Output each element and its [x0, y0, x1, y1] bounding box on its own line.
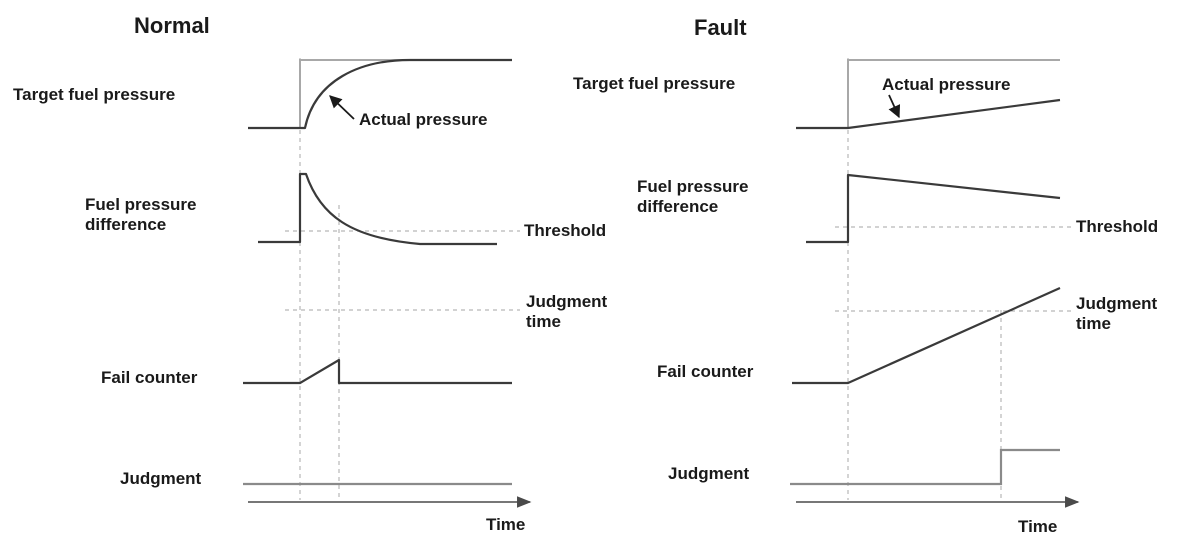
normal-axis-label-time: Time — [486, 515, 525, 534]
fault-annotation-actual-pressure: Actual pressure — [882, 75, 1011, 94]
fault-annotation-judgment-time-2: time — [1076, 314, 1111, 333]
fault-actual-pressure-arrow — [888, 94, 901, 119]
normal-annotation-actual-pressure: Actual pressure — [359, 110, 488, 129]
normal-actual-pressure-curve — [248, 58, 512, 130]
fault-panel: Fault Target fuel pressure Fuel pressure… — [573, 15, 1158, 536]
normal-label-fuel-pressure-difference-1: Fuel pressure — [85, 195, 197, 214]
fault-judgment-signal — [790, 448, 1060, 486]
normal-actual-pressure-arrow — [329, 95, 355, 120]
normal-label-fuel-pressure-difference-2: difference — [85, 215, 166, 234]
normal-annotation-judgment-time-2: time — [526, 312, 561, 331]
fault-label-target-fuel-pressure: Target fuel pressure — [573, 74, 735, 93]
normal-pressure-difference-curve — [258, 172, 497, 246]
fault-axis-label-time: Time — [1018, 517, 1057, 536]
normal-label-judgment: Judgment — [120, 469, 202, 488]
fault-target-pressure-line — [847, 59, 1060, 128]
fault-annotation-judgment-time-1: Judgment — [1076, 294, 1158, 313]
normal-label-fail-counter: Fail counter — [101, 368, 198, 387]
fault-actual-pressure-line — [796, 98, 1061, 130]
fault-label-fail-counter: Fail counter — [657, 362, 754, 381]
normal-title: Normal — [134, 13, 210, 38]
normal-panel: Normal Target fuel pressure Fuel pressur… — [13, 13, 608, 534]
normal-fail-counter-signal — [243, 358, 512, 385]
fault-label-fuel-pressure-difference-1: Fuel pressure — [637, 177, 749, 196]
fault-fail-counter-signal — [792, 286, 1061, 385]
fault-label-fuel-pressure-difference-2: difference — [637, 197, 718, 216]
fault-label-judgment: Judgment — [668, 464, 750, 483]
fault-title: Fault — [694, 15, 747, 40]
fault-pressure-difference-signal — [806, 173, 1061, 244]
normal-annotation-judgment-time-1: Judgment — [526, 292, 608, 311]
normal-annotation-threshold: Threshold — [524, 221, 606, 240]
normal-label-target-fuel-pressure: Target fuel pressure — [13, 85, 175, 104]
fault-annotation-threshold: Threshold — [1076, 217, 1158, 236]
